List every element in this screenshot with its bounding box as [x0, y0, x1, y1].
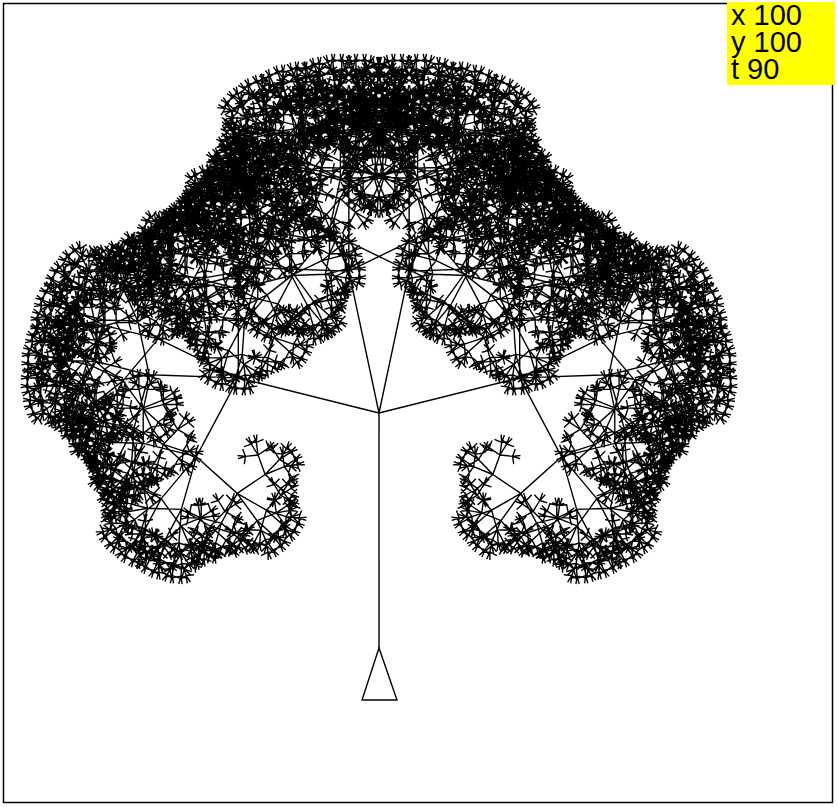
canvas-frame — [4, 4, 833, 803]
status-value: x 100 — [731, 2, 831, 29]
status-value: t 90 — [731, 56, 831, 83]
status-box: x 100y 100t 90 — [727, 2, 835, 85]
turtle-symbol — [362, 648, 397, 700]
status-value: y 100 — [731, 29, 831, 56]
fractal-tree — [21, 54, 738, 648]
